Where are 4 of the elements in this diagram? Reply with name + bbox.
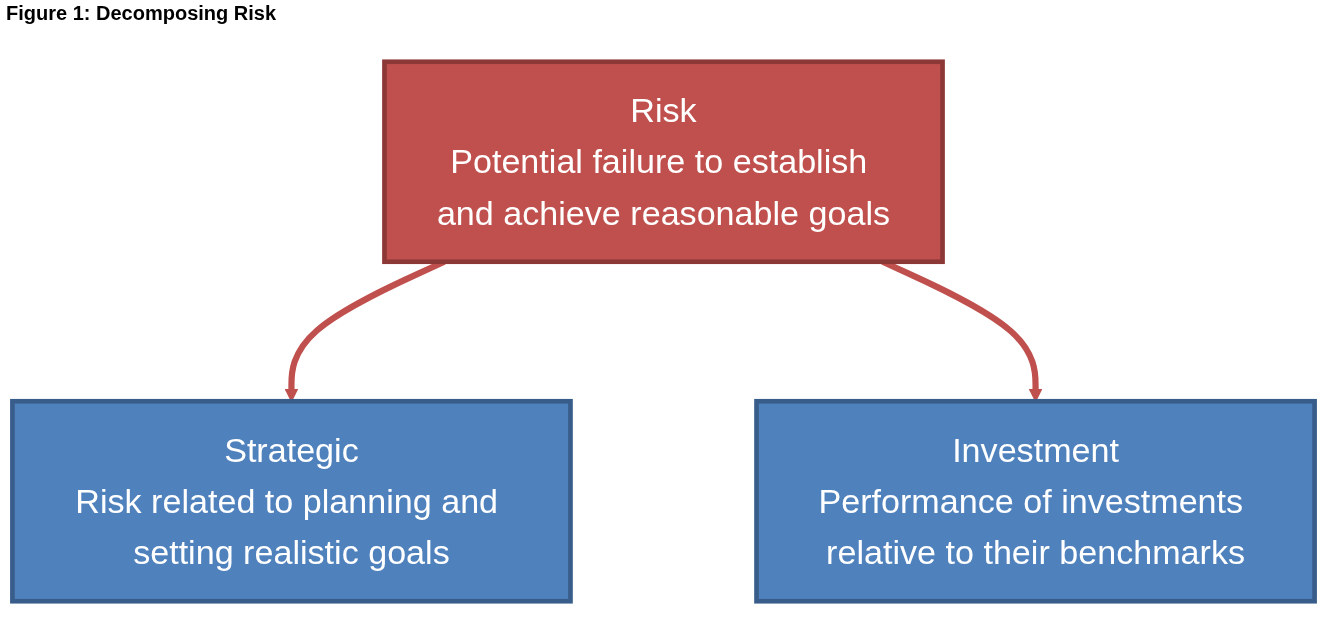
- node-box: Investment Performance of investments relative to their benchmarks: [754, 398, 1317, 604]
- figure-title: Figure 1: Decomposing Risk: [6, 2, 277, 25]
- node-box: Strategic Risk related to planning and setting realistic goals: [10, 398, 573, 604]
- node-box: Risk Potential failure to establish and achieve reasonable goals: [382, 59, 945, 265]
